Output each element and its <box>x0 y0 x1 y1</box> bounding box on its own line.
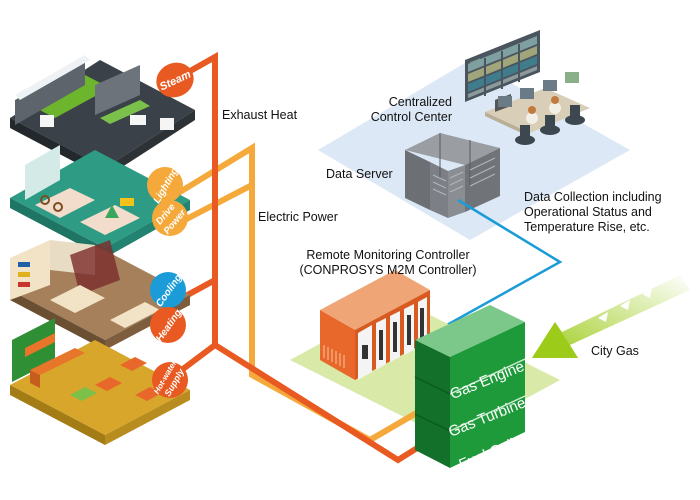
data-collection-line1: Data Collection including <box>524 190 662 204</box>
controller-label: Remote Monitoring Controller (CONPROSYS … <box>283 248 493 278</box>
floor-restaurant <box>10 318 190 445</box>
controller-label-line2: (CONPROSYS M2M Controller) <box>299 263 477 277</box>
generator-stack <box>414 305 526 468</box>
city-gas-arrow <box>532 275 690 358</box>
bubble-drive-power: Drive Power <box>152 200 189 237</box>
controller-label-line1: Remote Monitoring Controller <box>306 248 470 262</box>
controller-device <box>320 270 430 380</box>
bubble-cooling: Cooling <box>150 272 186 309</box>
control-center-label: Centralized Control Center <box>370 95 452 125</box>
data-collection-line3: Temperature Rise, etc. <box>524 220 650 234</box>
operator-desk <box>485 72 590 145</box>
data-collection-label: Data Collection including Operational St… <box>524 190 662 235</box>
control-center-label-line1: Centralized <box>388 95 452 109</box>
data-collection-line <box>419 198 563 342</box>
control-center-label-line2: Control Center <box>370 110 452 124</box>
electric-power-label: Electric Power <box>258 210 338 224</box>
data-server-racks <box>405 133 500 218</box>
data-collection-line2: Operational Status and <box>524 205 652 219</box>
bubble-lighting: Lighting <box>147 166 183 206</box>
bubble-hot-water-supply: Hot-water Supply <box>152 358 188 398</box>
city-gas-label: City Gas <box>591 344 639 358</box>
bubble-steam: Steam <box>156 62 194 98</box>
video-wall <box>465 30 540 102</box>
exhaust-heat-label: Exhaust Heat <box>222 108 298 122</box>
data-server-label: Data Server <box>326 167 393 181</box>
bubble-heating: Heating <box>150 307 186 344</box>
